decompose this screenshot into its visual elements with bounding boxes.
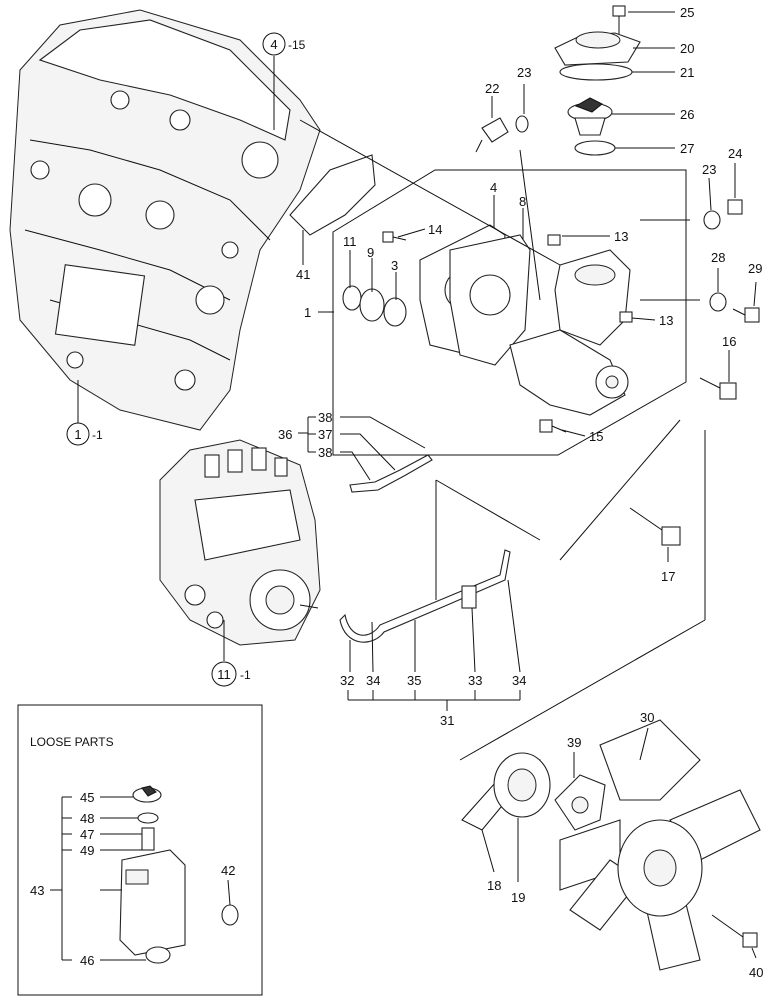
callout-30: 30 bbox=[640, 710, 654, 725]
callout-labels: 25 20 21 23 22 26 27 24 23 4 8 14 13 11 … bbox=[30, 5, 763, 980]
filter-illustration bbox=[119, 785, 239, 964]
callout-42: 42 bbox=[221, 863, 235, 878]
fan-and-pulley-illustration bbox=[461, 719, 761, 971]
reference-11-1: 11 -1 bbox=[211, 661, 251, 687]
callout-21: 21 bbox=[680, 65, 694, 80]
callout-41: 41 bbox=[296, 267, 310, 282]
callout-8: 8 bbox=[519, 194, 526, 209]
gasket-41 bbox=[289, 154, 376, 236]
reference-1-1-number: 1 bbox=[74, 427, 81, 442]
callout-24: 24 bbox=[728, 146, 742, 161]
reference-4-15-number: 4 bbox=[270, 37, 277, 52]
callout-28: 28 bbox=[711, 250, 725, 265]
callout-3: 3 bbox=[391, 258, 398, 273]
injection-pump-illustration bbox=[159, 439, 321, 646]
callout-15: 15 bbox=[589, 429, 603, 444]
water-pump-assembly-frame bbox=[332, 169, 687, 456]
callout-48: 48 bbox=[80, 811, 94, 826]
reference-1-1: 1 -1 bbox=[66, 422, 103, 446]
callout-38a: 38 bbox=[318, 410, 332, 425]
hose-and-pipe-illustration bbox=[339, 454, 511, 643]
callout-49: 49 bbox=[80, 843, 94, 858]
callout-31: 31 bbox=[440, 713, 454, 728]
loose-parts-box bbox=[17, 704, 263, 996]
callout-29: 29 bbox=[748, 261, 762, 276]
callout-22: 22 bbox=[485, 81, 499, 96]
reference-11-1-suffix: -1 bbox=[240, 668, 251, 682]
callout-27: 27 bbox=[680, 141, 694, 156]
callout-34b: 34 bbox=[512, 673, 526, 688]
reference-1-1-suffix: -1 bbox=[92, 428, 103, 442]
callout-26: 26 bbox=[680, 107, 694, 122]
callout-9: 9 bbox=[367, 245, 374, 260]
callout-16: 16 bbox=[722, 334, 736, 349]
callout-13b: 13 bbox=[659, 313, 673, 328]
callout-38b: 38 bbox=[318, 445, 332, 460]
callout-18: 18 bbox=[487, 878, 501, 893]
callout-14: 14 bbox=[428, 222, 442, 237]
callout-17: 17 bbox=[661, 569, 675, 584]
callout-23b: 23 bbox=[702, 162, 716, 177]
water-pump-illustration bbox=[342, 224, 633, 433]
cylinder-block-illustration bbox=[9, 9, 321, 431]
callout-40: 40 bbox=[749, 965, 763, 980]
callout-36: 36 bbox=[278, 427, 292, 442]
reference-4-15: 4 -15 bbox=[262, 32, 306, 56]
callout-11: 11 bbox=[343, 234, 357, 249]
callout-46: 46 bbox=[80, 953, 94, 968]
callout-4: 4 bbox=[490, 180, 497, 195]
callout-13a: 13 bbox=[614, 229, 628, 244]
callout-45: 45 bbox=[80, 790, 94, 805]
reference-11-1-number: 11 bbox=[217, 667, 231, 682]
leader-lines bbox=[50, 11, 757, 961]
callout-1: 1 bbox=[304, 305, 311, 320]
callout-34a: 34 bbox=[366, 673, 380, 688]
callout-47: 47 bbox=[80, 827, 94, 842]
callout-43: 43 bbox=[30, 883, 44, 898]
callout-23a: 23 bbox=[517, 65, 531, 80]
callout-37: 37 bbox=[318, 427, 332, 442]
callout-32: 32 bbox=[340, 673, 354, 688]
reference-4-15-suffix: -15 bbox=[288, 38, 306, 52]
callout-25: 25 bbox=[680, 5, 694, 20]
callout-35: 35 bbox=[407, 673, 421, 688]
callout-33: 33 bbox=[468, 673, 482, 688]
loose-parts-title: LOOSE PARTS bbox=[30, 735, 114, 749]
callout-20: 20 bbox=[680, 41, 694, 56]
callout-19: 19 bbox=[511, 890, 525, 905]
callout-39: 39 bbox=[567, 735, 581, 750]
